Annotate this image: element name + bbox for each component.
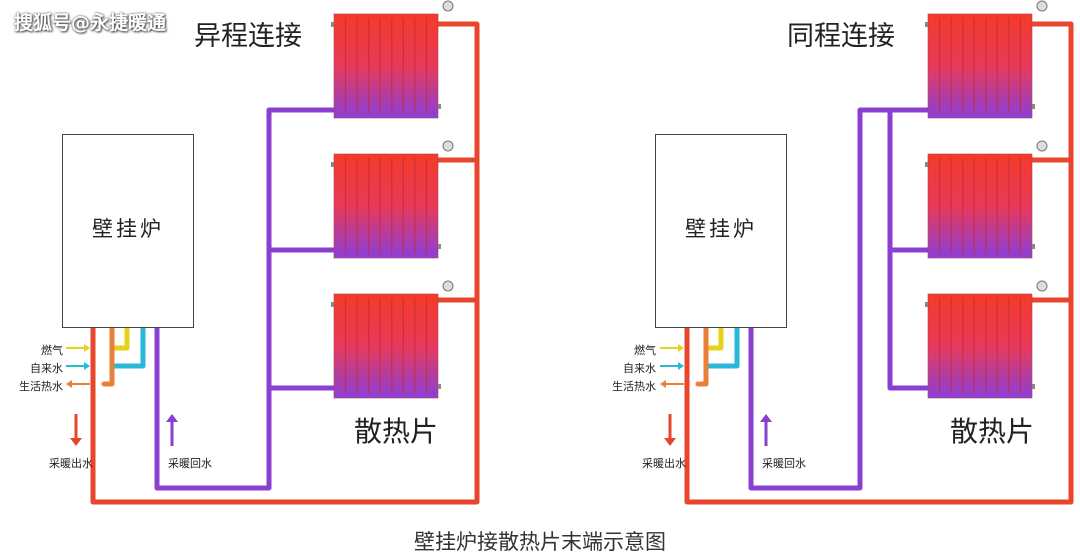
- gas-pipe: [109, 323, 130, 351]
- radiator-valve-right: [438, 384, 441, 389]
- radiator-valve-left: [925, 162, 928, 167]
- panel-title: 异程连接: [194, 21, 302, 52]
- inlet-gas-label: 燃气: [634, 344, 656, 357]
- cold-water-pipe: [703, 323, 740, 369]
- supply-label: 采暖出水: [49, 457, 93, 470]
- radiator: [331, 280, 454, 399]
- radiator: [331, 0, 454, 119]
- radiator-valve-right: [1032, 384, 1035, 389]
- radiator-body: [333, 153, 439, 259]
- thermostat-valve-icon: [442, 0, 454, 12]
- return-pipe: [748, 107, 893, 491]
- supply-pipe: [684, 21, 1074, 505]
- panel-direct-return: [660, 0, 1074, 505]
- supply-label: 采暖出水: [642, 457, 686, 470]
- inlet-cold-water-label: 自来水: [623, 362, 656, 375]
- radiator-label: 散热片: [950, 415, 1035, 448]
- radiator-body: [927, 293, 1033, 399]
- panel-title: 同程连接: [787, 21, 895, 52]
- return-label: 采暖回水: [762, 457, 806, 470]
- cold-water-arrow-head: [84, 362, 90, 370]
- return-arrow-head: [760, 414, 772, 422]
- hot-water-arrow-head: [660, 380, 666, 388]
- thermostat-valve-icon: [442, 280, 454, 292]
- cold-water-arrow-head: [678, 362, 684, 370]
- radiator-valve-right: [1032, 104, 1035, 109]
- boiler-label: 壁挂炉: [92, 217, 164, 241]
- return-arrow-head: [166, 414, 178, 422]
- supply-pipe: [90, 21, 480, 505]
- gas-arrow-head: [84, 344, 90, 352]
- panel-reverse-return: [66, 0, 480, 505]
- hot-water-pipe: [101, 323, 115, 387]
- hot-water-pipe: [695, 323, 709, 387]
- return-pipe: [154, 107, 337, 491]
- radiator-valve-left: [925, 22, 928, 27]
- inlet-cold-water-label: 自来水: [30, 362, 63, 375]
- radiator-valve-right: [438, 104, 441, 109]
- inlet-gas-label: 燃气: [41, 344, 63, 357]
- radiator-body: [927, 13, 1033, 119]
- radiator-valve-right: [1032, 244, 1035, 249]
- return-label: 采暖回水: [168, 457, 212, 470]
- thermostat-valve-icon: [442, 140, 454, 152]
- hot-water-arrow-head: [66, 380, 72, 388]
- thermostat-valve-icon: [1036, 280, 1048, 292]
- radiator-label: 散热片: [354, 415, 439, 448]
- radiator-body: [927, 153, 1033, 259]
- gas-arrow-head: [678, 344, 684, 352]
- radiator-valve-left: [925, 302, 928, 307]
- radiator-valve-left: [331, 22, 334, 27]
- radiator-valve-right: [438, 244, 441, 249]
- gas-pipe: [703, 323, 724, 351]
- inlet-hot-water-label: 生活热水: [612, 380, 656, 393]
- watermark: 搜狐号@永捷暖通: [14, 12, 167, 34]
- radiator-valve-left: [331, 302, 334, 307]
- radiator: [925, 140, 1048, 259]
- boiler-box: 壁挂炉: [62, 134, 194, 328]
- cold-water-pipe: [109, 323, 146, 369]
- boiler-label: 壁挂炉: [685, 217, 757, 241]
- radiator-body: [333, 293, 439, 399]
- supply-arrow-head: [70, 438, 82, 446]
- inlet-hot-water-label: 生活热水: [19, 380, 63, 393]
- radiator: [925, 280, 1048, 399]
- radiator-valve-left: [331, 162, 334, 167]
- radiator-body: [333, 13, 439, 119]
- figure-caption: 壁挂炉接散热片末端示意图: [414, 530, 666, 554]
- thermostat-valve-icon: [1036, 0, 1048, 12]
- thermostat-valve-icon: [1036, 140, 1048, 152]
- radiator: [331, 140, 454, 259]
- supply-arrow-head: [664, 438, 676, 446]
- return-collector: [887, 107, 931, 391]
- boiler-box: 壁挂炉: [655, 134, 787, 328]
- radiator: [925, 0, 1048, 119]
